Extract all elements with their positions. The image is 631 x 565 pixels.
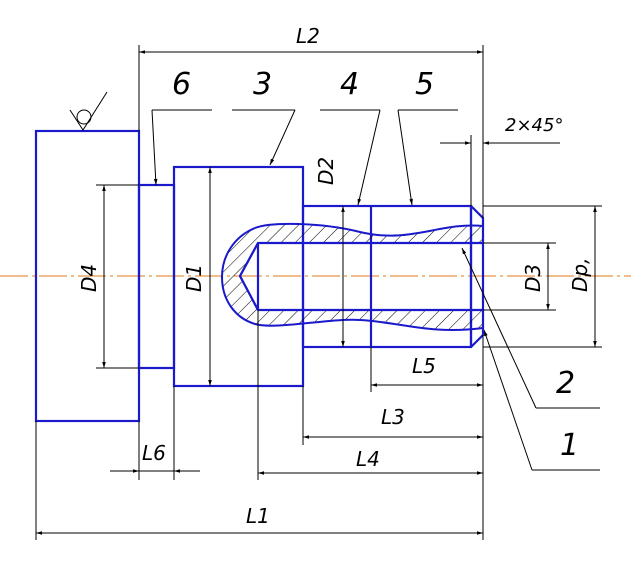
label-l1: L1: [246, 504, 270, 528]
callout-4: 4: [340, 67, 359, 102]
callout-6: 6: [172, 67, 191, 102]
label-l6: L6: [142, 441, 166, 465]
label-dp: Dp,: [568, 258, 592, 292]
label-chamfer: 2×45°: [505, 115, 563, 136]
roughness-symbol: [69, 91, 108, 131]
length-dims: [35, 45, 560, 540]
callout-leaders: [151, 109, 600, 471]
label-d4: D4: [77, 264, 101, 292]
label-d2: D2: [314, 157, 338, 185]
label-l2: L2: [296, 24, 320, 48]
label-l4: L4: [356, 447, 380, 471]
callout-5: 5: [415, 67, 434, 102]
label-l3: L3: [381, 405, 405, 429]
label-d1: D1: [182, 264, 206, 292]
callout-2: 2: [556, 366, 575, 401]
cavity-section: [220, 222, 484, 331]
callout-1: 1: [560, 428, 579, 463]
callout-3: 3: [253, 67, 272, 102]
label-l5: L5: [412, 354, 436, 378]
diameter-dims: [96, 167, 602, 386]
label-d3: D3: [521, 264, 545, 292]
